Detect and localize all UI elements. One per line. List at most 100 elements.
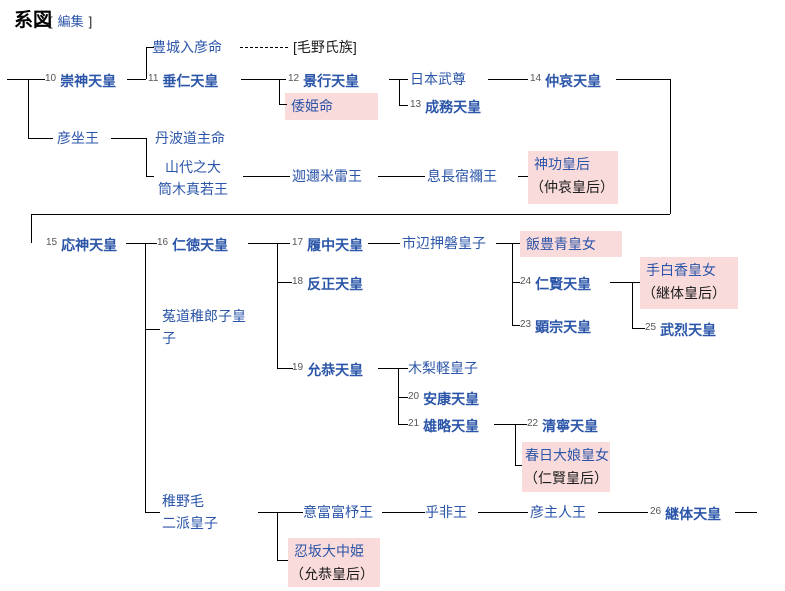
link-kanime[interactable]: 迦邇米雷王	[292, 168, 362, 184]
link-richu[interactable]: 履中天皇	[307, 237, 364, 253]
caption-kasuga: （仁賢皇后）	[524, 470, 608, 486]
link-seimu[interactable]: 成務天皇	[425, 99, 482, 115]
connector-line	[277, 512, 278, 560]
reign-number: 25	[645, 322, 657, 333]
link-oshisaka[interactable]: 忍坂大中姫	[294, 543, 364, 559]
link-yamatohime[interactable]: 倭姫命	[291, 98, 333, 114]
connector-line	[398, 368, 399, 424]
node-ofofodo: 意富富杼王	[303, 502, 373, 522]
reign-number: 19	[292, 362, 304, 373]
connector-line	[241, 79, 286, 80]
link-suinin[interactable]: 垂仁天皇	[162, 73, 219, 89]
link-wakanuke-line1: 稚野毛	[162, 493, 204, 509]
connector-line	[378, 368, 408, 369]
caption-jingu: （仲哀皇后）	[530, 179, 614, 195]
link-okinaga[interactable]: 息長宿禰王	[427, 168, 497, 184]
link-yamatotakeru[interactable]: 日本武尊	[410, 71, 466, 87]
link-ofofodo[interactable]: 意富富杼王	[303, 504, 373, 520]
connector-line	[515, 465, 522, 466]
link-yamashiro-line2: 筒木真若王	[158, 181, 228, 197]
connector-line	[399, 79, 400, 105]
connector-line	[478, 512, 528, 513]
link-chuai[interactable]: 仲哀天皇	[545, 73, 602, 89]
node-hikoushi: 彦主人王	[530, 502, 586, 522]
node-yamashiro[interactable]: 山代之大筒木真若王	[152, 156, 234, 200]
link-seinei[interactable]: 清寧天皇	[542, 418, 599, 434]
caption-tashiraka: （継体皇后）	[642, 285, 726, 301]
connector-line	[277, 560, 288, 561]
connector-line	[28, 79, 29, 138]
reign-number: 18	[292, 276, 304, 287]
connector-line	[389, 79, 408, 80]
link-jingu[interactable]: 神功皇后	[534, 156, 590, 172]
connector-line	[670, 79, 671, 214]
link-tashiraka[interactable]: 手白香皇女	[646, 262, 716, 278]
connector-line	[146, 138, 147, 176]
link-anko[interactable]: 安康天皇	[423, 391, 480, 407]
connector-line	[277, 243, 278, 368]
connector-line	[28, 138, 53, 139]
link-tanba[interactable]: 丹波道主命	[155, 130, 225, 146]
connector-line	[598, 512, 648, 513]
connector-line	[248, 243, 290, 244]
link-ingyo[interactable]: 允恭天皇	[307, 362, 364, 378]
connector-line	[512, 243, 513, 325]
connector-line	[632, 282, 633, 328]
reign-number: 20	[408, 391, 420, 402]
box-iitoyo: 飯豊青皇女	[520, 231, 622, 257]
reign-number: 15	[46, 237, 58, 248]
reign-number: 16	[157, 237, 169, 248]
connector-line	[398, 424, 408, 425]
reign-number: 10	[45, 73, 57, 84]
connector-line	[496, 243, 520, 244]
connector-line	[145, 512, 160, 513]
link-nintoku[interactable]: 仁徳天皇	[172, 237, 229, 253]
connector-line	[146, 176, 154, 177]
connector-line	[146, 47, 147, 79]
link-keitai[interactable]: 継体天皇	[665, 506, 722, 522]
link-ojin[interactable]: 応神天皇	[61, 237, 118, 253]
link-hanzei[interactable]: 反正天皇	[307, 276, 364, 292]
link-hikoushi[interactable]: 彦主人王	[530, 504, 586, 520]
connector-line	[735, 512, 757, 513]
link-kasuga[interactable]: 春日大娘皇女	[525, 447, 609, 463]
caption-oshisaka: （允恭皇后）	[290, 566, 374, 582]
box-oshisaka: 忍坂大中姫 （允恭皇后）	[288, 538, 380, 587]
link-ninken[interactable]: 仁賢天皇	[535, 276, 592, 292]
link-hikoimasu[interactable]: 彦坐王	[57, 130, 99, 146]
connector-line	[258, 512, 303, 513]
reign-number: 22	[527, 418, 539, 429]
link-ohi[interactable]: 乎非王	[425, 504, 467, 520]
connector-line	[145, 243, 146, 512]
node-kinashi: 木梨軽皇子	[408, 358, 478, 378]
node-hikoimasu: 彦坐王	[57, 128, 99, 148]
link-kenzo[interactable]: 顕宗天皇	[535, 319, 592, 335]
connector-line	[7, 79, 45, 80]
connector-line	[512, 282, 520, 283]
link-ichinobe[interactable]: 市辺押磐皇子	[402, 235, 486, 251]
edit-link[interactable]: 編集	[57, 14, 84, 29]
link-keiko[interactable]: 景行天皇	[303, 73, 360, 89]
node-tanba: 丹波道主命	[155, 128, 225, 148]
link-sujin[interactable]: 崇神天皇	[60, 73, 117, 89]
reign-number: 13	[410, 99, 422, 110]
node-wakanuke[interactable]: 稚野毛二派皇子	[162, 490, 257, 534]
connector-line	[279, 79, 280, 104]
page-title: 系図	[14, 10, 53, 31]
link-yuryaku[interactable]: 雄略天皇	[423, 418, 480, 434]
link-buretsu[interactable]: 武烈天皇	[660, 322, 717, 338]
link-iitoyo[interactable]: 飯豊青皇女	[526, 236, 596, 252]
node-uji[interactable]: 菟道稚郎子皇子	[162, 305, 257, 349]
connector-line	[145, 329, 160, 330]
connector-line	[632, 328, 645, 329]
link-toyoki[interactable]: 豊城入彦命	[152, 39, 222, 55]
connector-line	[494, 424, 527, 425]
reign-number: 21	[408, 418, 420, 429]
link-kinashi[interactable]: 木梨軽皇子	[408, 360, 478, 376]
